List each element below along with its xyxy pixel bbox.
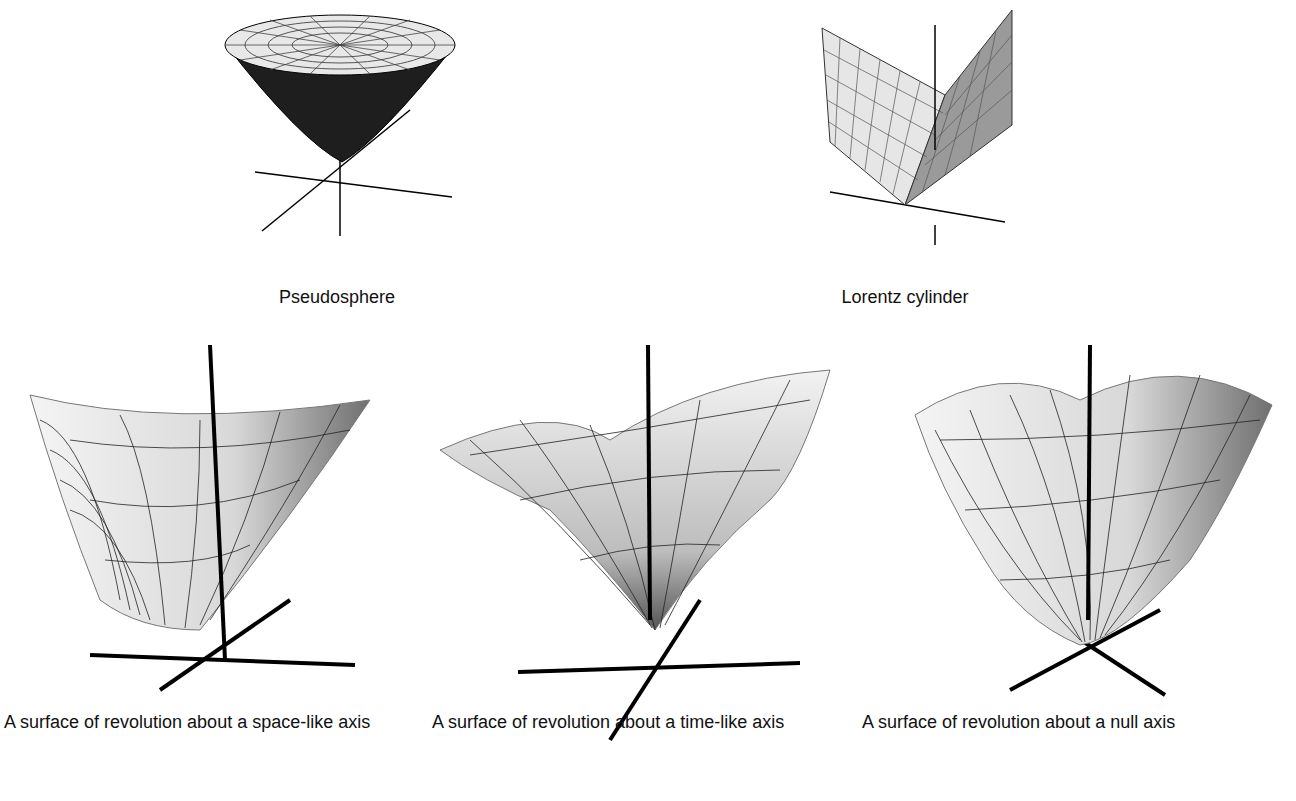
surface-caption: A surface of revolution about a null axi… [862,710,1252,735]
surface-caption: A surface of revolution about a space-li… [4,710,394,735]
surface-caption: Lorentz cylinder [755,285,1055,310]
surface-caption: Pseudosphere [187,285,487,310]
spacelike-surface-figure [30,345,370,690]
timelike-surface-figure [440,345,830,740]
pseudosphere-figure [225,15,455,236]
surface-caption: A surface of revolution about a time-lik… [432,710,822,735]
lorentz-cylinder-figure [822,10,1012,245]
null-surface-figure [915,345,1272,695]
